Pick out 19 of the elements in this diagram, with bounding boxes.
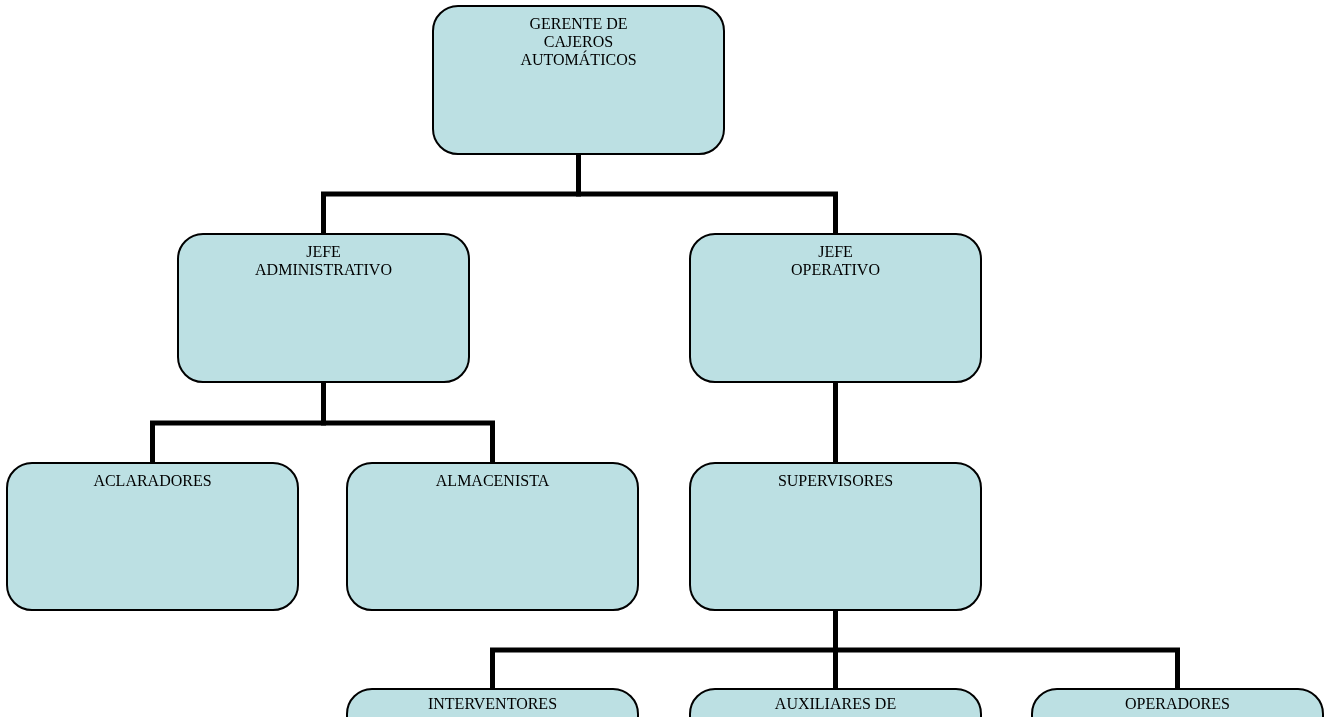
position-title: ALMACENISTA xyxy=(435,472,550,490)
connector-line xyxy=(833,611,1180,688)
position-title: SUPERVISORES xyxy=(777,472,894,490)
position-title: AUXILIARES DE xyxy=(774,695,897,713)
position-title: ACLARADORES xyxy=(93,472,212,490)
position-box xyxy=(6,462,299,611)
position-title: GERENTE DE CAJEROS AUTOMÁTICOS xyxy=(519,15,638,69)
position-box xyxy=(346,462,639,611)
position-title: INTERVENTORES xyxy=(427,695,558,713)
position-title: JEFE OPERATIVO xyxy=(790,243,881,279)
connector-line xyxy=(321,383,495,462)
connector-line xyxy=(576,155,838,233)
position-box xyxy=(689,233,982,383)
position-title: OPERADORES xyxy=(1125,695,1230,713)
position-title: JEFE ADMINISTRATIVO xyxy=(254,243,393,279)
position-box xyxy=(177,233,470,383)
position-box xyxy=(432,5,725,155)
connector-line xyxy=(833,383,838,462)
position-box xyxy=(689,462,982,611)
